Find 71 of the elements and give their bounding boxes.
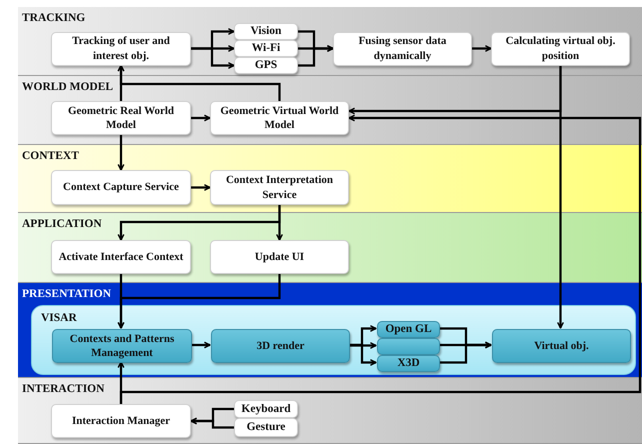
arrow — [557, 66, 564, 329]
process-box — [51, 404, 191, 438]
arrow — [191, 184, 211, 191]
lane-band — [18, 145, 642, 213]
arrow — [298, 45, 334, 67]
lane-label: PRESENTATION — [22, 288, 112, 300]
process-box — [211, 329, 350, 363]
box-label: Wi-Fi — [252, 41, 280, 56]
arrow — [118, 64, 124, 101]
box-label: 3D render — [256, 338, 304, 354]
option-box — [234, 40, 298, 57]
lane-label: WORLD MODEL — [22, 81, 114, 93]
arrow — [276, 205, 283, 241]
lane-label: APPLICATION — [22, 218, 102, 230]
box-label: Keyboard — [241, 402, 291, 416]
option-box — [234, 418, 298, 437]
option-box — [234, 57, 298, 74]
box-label: Activate Interface Context — [58, 250, 184, 264]
lane-band — [18, 378, 642, 444]
box-label: Context Capture Service — [63, 180, 179, 195]
group-panel — [31, 305, 636, 375]
arrow — [190, 418, 234, 429]
box-label: X3D — [397, 356, 420, 371]
arrow — [191, 114, 211, 122]
box-label: Tracking of user and interest obj. — [71, 34, 171, 63]
arrow — [118, 361, 124, 404]
box-label: Gesture — [246, 420, 286, 435]
box-label: Geometric Real World Model — [66, 104, 176, 132]
box-label: Open GL — [385, 322, 432, 337]
lane-label: INTERACTION — [22, 383, 104, 395]
process-box — [491, 32, 630, 66]
process-box — [492, 329, 631, 363]
process-box — [333, 32, 472, 66]
lane-label: CONTEXT — [22, 150, 79, 162]
box-label: Vision — [250, 24, 282, 39]
box-label: Interaction Manager — [72, 414, 170, 428]
box-label: Update UI — [254, 250, 304, 264]
option-box — [377, 338, 440, 355]
box-label: Virtual obj. — [534, 338, 589, 354]
arrow — [439, 342, 492, 364]
process-box — [52, 329, 192, 363]
process-box — [51, 101, 191, 135]
process-box — [51, 170, 191, 205]
box-label: Geometric Virtual World Model — [219, 104, 340, 132]
lane-band — [18, 76, 642, 145]
process-box — [210, 101, 349, 135]
lane-band — [18, 283, 642, 378]
lane-band — [18, 213, 642, 283]
group-label: VISAR — [41, 312, 77, 324]
box-label: GPS — [254, 58, 278, 73]
process-box — [51, 32, 191, 66]
arrow — [349, 342, 377, 349]
box-label: Context Interpretation Service — [224, 173, 334, 202]
option-box — [377, 321, 440, 338]
arrow — [118, 135, 124, 171]
box-label: Calculating virtual obj. position — [504, 34, 616, 63]
arrow — [472, 45, 492, 52]
box-label: Contexts and Patterns Management — [68, 332, 176, 360]
process-box — [51, 240, 191, 274]
option-box — [234, 400, 298, 418]
process-box — [210, 240, 349, 274]
option-box — [234, 23, 298, 40]
lane-band — [18, 7, 642, 76]
lane-label: TRACKING — [22, 12, 86, 24]
option-box — [377, 355, 440, 372]
arrow — [191, 342, 211, 348]
arrow — [349, 344, 377, 366]
process-box — [210, 170, 349, 205]
box-label: Fusing sensor data dynamically — [358, 34, 448, 63]
arrow — [118, 274, 281, 329]
arrow — [191, 47, 235, 69]
